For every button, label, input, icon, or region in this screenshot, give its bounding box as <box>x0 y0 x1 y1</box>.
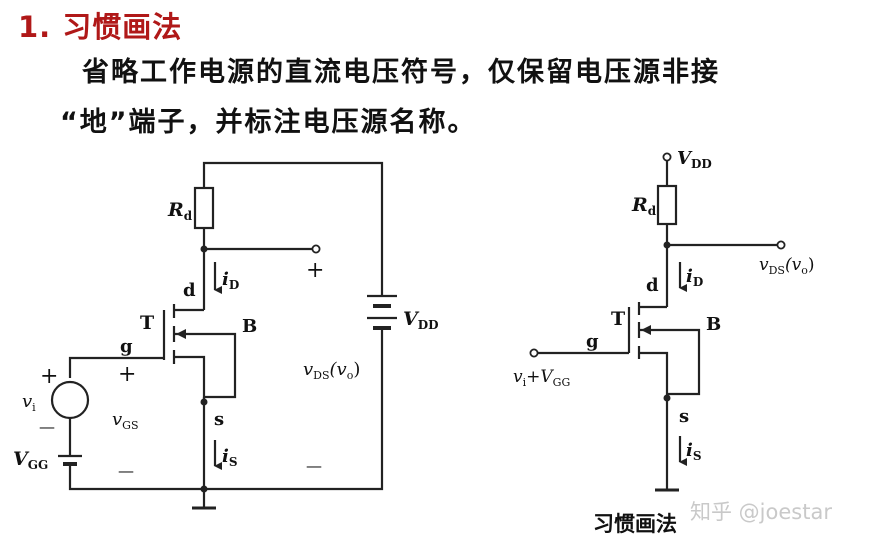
rd-resistor <box>193 186 215 230</box>
substrate-arrow <box>176 329 186 339</box>
source-node <box>200 398 208 406</box>
watermark: 知乎 @joestar <box>690 500 832 524</box>
gate-terminal-r <box>529 348 539 358</box>
description-line-1: 省略工作电源的直流电压符号，仅保留电压源非接 <box>82 57 720 88</box>
substrate-arrow-r <box>641 325 651 335</box>
output-terminal-r <box>776 240 786 250</box>
vds-plus: + <box>306 258 324 283</box>
id-label-r: iD <box>686 266 703 289</box>
substrate-label: B <box>242 316 257 337</box>
source-label: s <box>214 409 224 430</box>
transistor-label: T <box>140 312 154 334</box>
left-circuit: Rd d iD T B g VDD vDS(vo) vi vGS VGG s i… <box>13 161 439 510</box>
vds-label: vDS(vo) <box>303 359 360 382</box>
right-circuit: VDD Rd d iD T B g vDS(vo) vi+VGG s iS <box>513 148 814 492</box>
gate-wire <box>68 356 164 378</box>
drain-label-r: d <box>646 275 659 296</box>
rd-label-r: Rd <box>631 194 657 218</box>
vds-label-r: vDS(vo) <box>759 255 814 277</box>
vin-label-r: vi+VGG <box>513 367 570 389</box>
vgs-label: vGS <box>112 409 139 432</box>
ground-node <box>200 485 208 493</box>
gate-label: g <box>120 336 133 357</box>
vdd-terminal <box>662 152 672 162</box>
substrate-label-r: B <box>706 314 721 335</box>
top-wire <box>202 161 384 296</box>
output-terminal <box>311 244 321 254</box>
section-heading: 1. 习惯画法 <box>18 10 183 44</box>
vgs-minus: — <box>118 461 134 480</box>
source-label-r: s <box>679 406 689 427</box>
gate-label-r: g <box>586 331 599 352</box>
source-node-r <box>663 394 671 402</box>
transistor-label-r: T <box>611 308 625 330</box>
vi-minus: — <box>39 417 55 436</box>
is-label-r: iS <box>686 440 702 463</box>
id-label: iD <box>222 269 239 292</box>
rd-resistor-r <box>656 184 678 226</box>
rd-label: Rd <box>167 199 193 223</box>
drain-label: d <box>183 280 196 301</box>
vgs-plus: + <box>118 362 136 387</box>
is-label: iS <box>222 446 238 469</box>
vdd-label-r: VDD <box>677 148 712 171</box>
figure-caption: 习惯画法 <box>593 512 677 536</box>
vds-minus: — <box>306 456 322 475</box>
vi-plus: + <box>40 364 58 389</box>
vi-label: vi <box>22 391 36 414</box>
vgg-label: VGG <box>13 448 48 472</box>
description-line-2: “地”端子，并标注电压源名称。 <box>60 107 477 138</box>
vdd-label: VDD <box>403 308 439 332</box>
